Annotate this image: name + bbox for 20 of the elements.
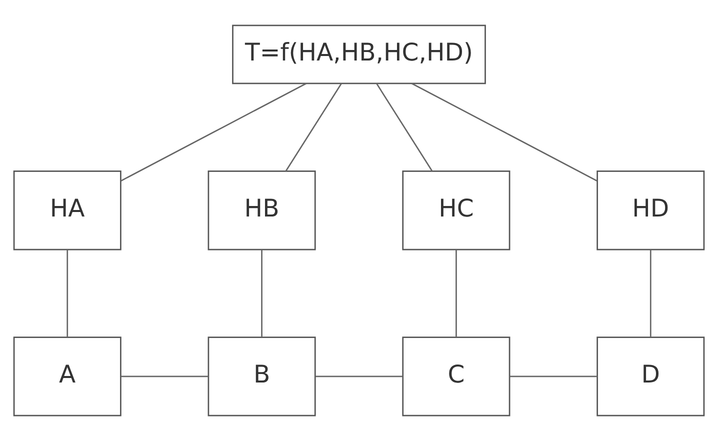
node-box: C [402,336,510,416]
node-box: B [208,336,316,416]
node-box: T=f(HA,HB,HC,HD) [232,24,486,84]
connector [412,82,598,182]
connector [456,249,457,336]
connector [120,82,306,182]
node-box: D [596,336,705,416]
connector [285,82,342,171]
node-box: HD [596,170,705,250]
node-box: A [13,336,122,416]
node-box: HA [13,170,122,250]
connector [376,82,433,171]
connector [261,249,262,336]
connector [120,375,208,377]
connector [66,249,68,336]
connector [315,375,403,377]
connector [510,375,598,377]
node-box: HB [208,170,316,250]
connector [650,249,652,336]
node-box: HC [402,170,510,250]
